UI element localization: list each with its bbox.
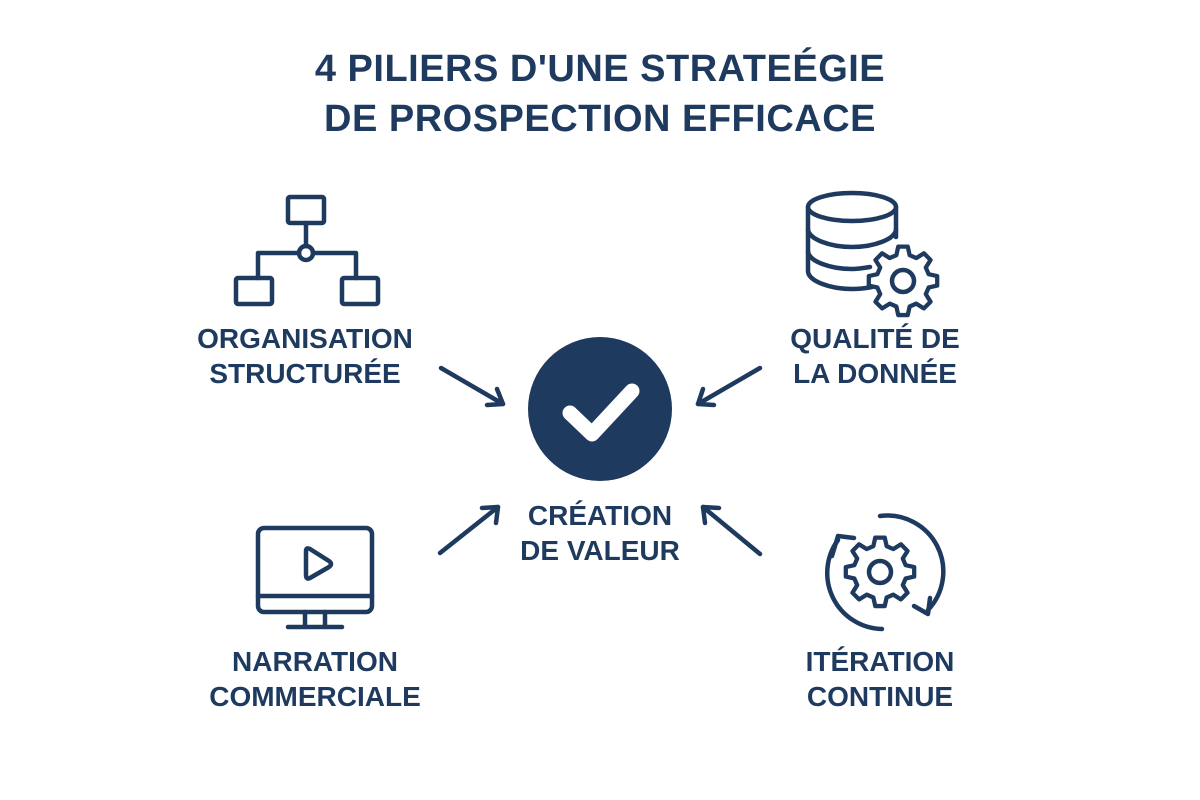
video-monitor-icon (250, 523, 380, 633)
check-circle-icon (528, 337, 672, 481)
pillar-organisation-line-1: ORGANISATION (197, 323, 413, 354)
pillar-iteration-line-1: ITÉRATION (805, 646, 955, 677)
cycle-gear-icon (816, 510, 946, 635)
pillar-organisation-line-2: STRUCTURÉE (209, 358, 401, 389)
center-line-1: CRÉATION (527, 500, 673, 531)
pillar-iteration-label: ITÉRATION CONTINUE (770, 644, 990, 714)
pillar-organisation-label: ORGANISATION STRUCTURÉE (170, 321, 440, 391)
diagram-title: 4 PILIERS D'UNE STRATEÉGIE DE PROSPECTIO… (0, 44, 1200, 144)
pillar-qualite-line-1: QUALITÉ DE (790, 323, 960, 354)
pillar-narration-line-2: COMMERCIALE (209, 681, 421, 712)
center-line-2: DE VALEUR (520, 535, 680, 566)
pillar-iteration-line-2: CONTINUE (806, 681, 954, 712)
pillar-qualite-line-2: LA DONNÉE (793, 358, 957, 389)
arrow-top-right-icon (695, 365, 763, 408)
pillar-qualite-label: QUALITÉ DE LA DONNÉE (760, 321, 990, 391)
title-line-1: 4 PILIERS D'UNE STRATEÉGIE (314, 48, 886, 90)
pillar-narration-line-1: NARRATION (232, 646, 398, 677)
hierarchy-icon (228, 190, 388, 310)
title-line-2: DE PROSPECTION EFFICACE (324, 98, 876, 140)
center-label: CRÉATION DE VALEUR (480, 498, 720, 568)
database-gear-icon (800, 185, 945, 320)
pillar-narration-label: NARRATION COMMERCIALE (180, 644, 450, 714)
arrow-top-left-icon (438, 365, 506, 408)
